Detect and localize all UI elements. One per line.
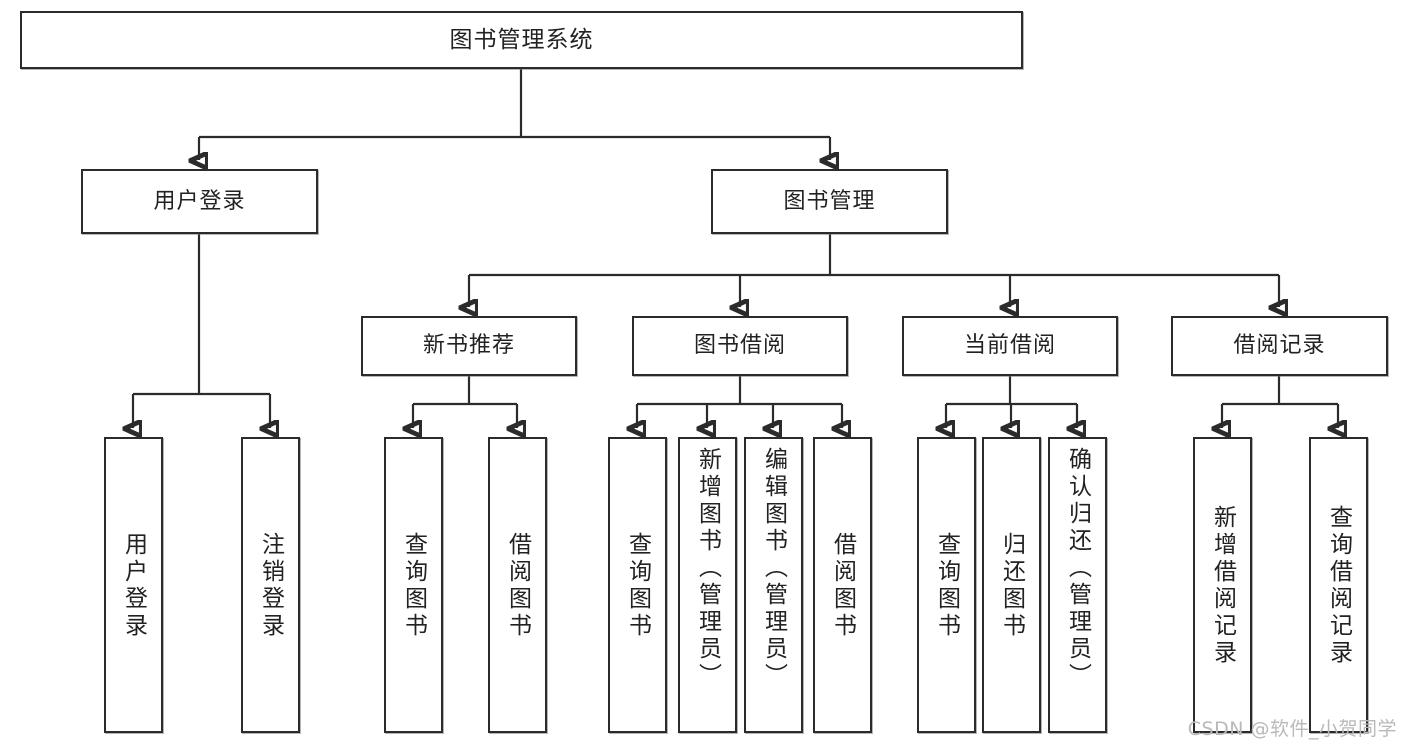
node-root-system[interactable]: 图书管理系统 (20, 11, 1023, 69)
node-label: 查询图书 (400, 532, 427, 640)
leaf-add-borrow-record[interactable]: 新增借阅记录 (1193, 437, 1252, 733)
node-label: 图书管理 (783, 188, 876, 214)
node-label: 当前借阅 (963, 333, 1056, 359)
leaf-query-borrow-record[interactable]: 查询借阅记录 (1309, 437, 1368, 733)
leaf-content: 查询借阅记录 (1311, 441, 1366, 731)
leaf-content: 查询图书 (386, 441, 441, 731)
node-label: 借阅记录 (1233, 333, 1326, 359)
node-user-login[interactable]: 用户登录 (81, 169, 318, 234)
leaf-content: 注销登录 (243, 441, 298, 731)
node-label: 确认归还（管理员） (1064, 447, 1091, 690)
node-label: 查询图书 (933, 532, 960, 640)
leaf-borrow-book-borrow[interactable]: 借阅图书 (813, 437, 872, 733)
leaf-logout-login[interactable]: 注销登录 (241, 437, 300, 733)
node-label: 归还图书 (998, 532, 1025, 640)
node-new-book-rec[interactable]: 新书推荐 (361, 316, 577, 376)
leaf-query-book-rec[interactable]: 查询图书 (384, 437, 443, 733)
node-book-manage[interactable]: 图书管理 (711, 169, 948, 234)
leaf-query-book-current[interactable]: 查询图书 (917, 437, 976, 733)
node-label: 新书推荐 (422, 333, 515, 359)
leaf-content: 借阅图书 (490, 441, 545, 731)
csdn-watermark: CSDN @软件_小贺同学 (1187, 718, 1397, 740)
leaf-content: 查询图书 (610, 441, 665, 731)
leaf-query-book-borrow[interactable]: 查询图书 (608, 437, 667, 733)
node-book-borrow[interactable]: 图书借阅 (632, 316, 848, 376)
node-borrow-record[interactable]: 借阅记录 (1171, 316, 1388, 376)
node-label: 借阅图书 (504, 532, 531, 640)
leaf-content: 用户登录 (106, 441, 161, 731)
leaf-content: 新增图书（管理员） (680, 441, 735, 737)
leaf-edit-book-admin[interactable]: 编辑图书（管理员） (744, 437, 803, 733)
leaf-content: 借阅图书 (815, 441, 870, 731)
node-label: 查询借阅记录 (1325, 505, 1352, 667)
leaf-borrow-book-rec[interactable]: 借阅图书 (488, 437, 547, 733)
node-label: 新增图书（管理员） (694, 447, 721, 690)
node-label: 查询图书 (624, 532, 651, 640)
node-label: 借阅图书 (829, 532, 856, 640)
node-label: 图书管理系统 (449, 26, 594, 53)
node-label: 注销登录 (257, 532, 284, 640)
node-label: 用户登录 (153, 188, 246, 214)
leaf-content: 查询图书 (919, 441, 974, 731)
leaf-confirm-return-admin[interactable]: 确认归还（管理员） (1048, 437, 1107, 733)
node-label: 图书借阅 (693, 333, 786, 359)
leaf-user-login[interactable]: 用户登录 (104, 437, 163, 733)
leaf-content: 新增借阅记录 (1195, 441, 1250, 731)
leaf-return-book[interactable]: 归还图书 (982, 437, 1041, 733)
leaf-add-book-admin[interactable]: 新增图书（管理员） (678, 437, 737, 733)
node-label: 新增借阅记录 (1209, 505, 1236, 667)
leaf-content: 归还图书 (984, 441, 1039, 731)
leaf-content: 确认归还（管理员） (1050, 441, 1105, 737)
node-current-borrow[interactable]: 当前借阅 (902, 316, 1118, 376)
node-label: 用户登录 (120, 532, 147, 640)
leaf-content: 编辑图书（管理员） (746, 441, 801, 737)
node-label: 编辑图书（管理员） (760, 447, 787, 690)
